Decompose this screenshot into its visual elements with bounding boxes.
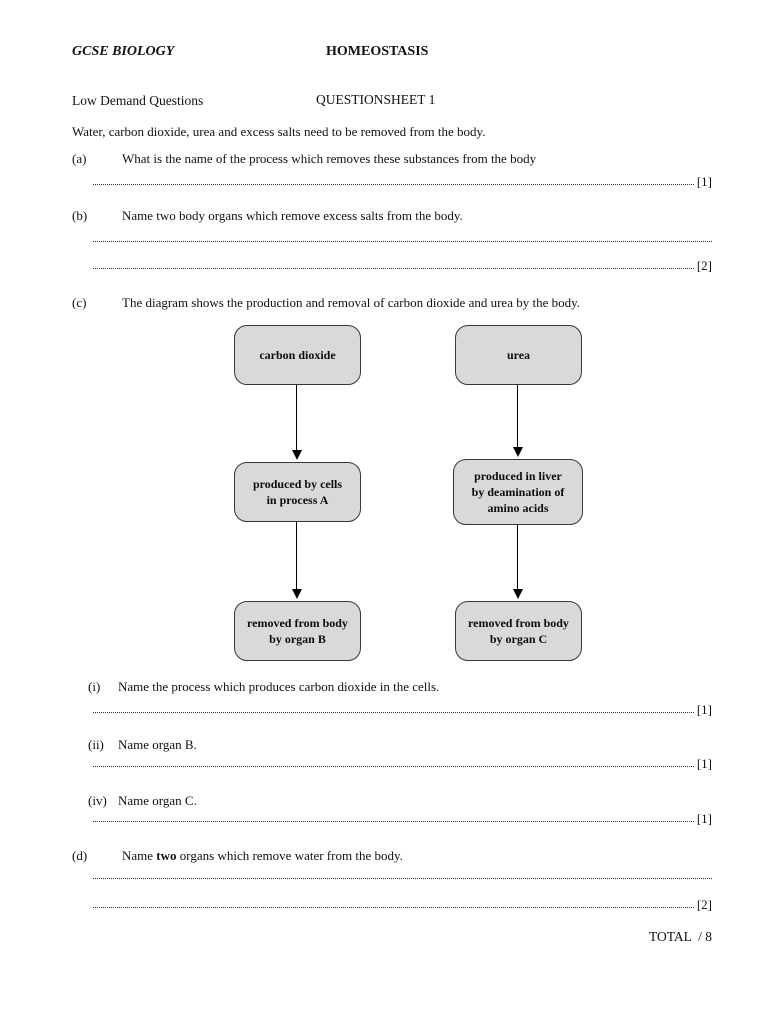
answer-line-civ: [1] <box>93 809 712 825</box>
arrow-shaft <box>516 525 519 589</box>
box-produced-in-liver: produced in liver by deamination of amin… <box>453 459 583 525</box>
box-removed-organ-b: removed from body by organ B <box>234 601 361 661</box>
question-civ-text: Name organ C. <box>118 793 197 808</box>
box-produced-by-cells: produced by cells in process A <box>234 462 361 522</box>
question-ci-label: (i) <box>88 679 101 694</box>
arrow-head <box>291 450 302 460</box>
arrow-down-icon <box>512 525 523 599</box>
arrow-down-icon <box>291 385 302 460</box>
marks-b: [2] <box>696 258 712 273</box>
arrow-shaft <box>295 385 298 450</box>
question-cii-text: Name organ B. <box>118 737 197 752</box>
answer-line-b2: [2] <box>93 256 712 272</box>
marks-d: [2] <box>696 897 712 912</box>
marks-ci: [1] <box>696 702 712 717</box>
arrow-down-icon <box>291 522 302 599</box>
dotted-line <box>93 268 694 269</box>
answer-line-d1 <box>93 866 712 882</box>
dotted-line <box>93 907 694 908</box>
marks-civ: [1] <box>696 811 712 826</box>
course-title: GCSE BIOLOGY <box>72 44 175 59</box>
box-carbon-dioxide: carbon dioxide <box>234 325 361 385</box>
arrow-shaft <box>516 385 519 447</box>
answer-line-ci: [1] <box>93 700 712 716</box>
sheet-title: QUESTIONSHEET 1 <box>316 92 436 107</box>
question-c-text: The diagram shows the production and rem… <box>122 295 580 310</box>
arrow-shaft <box>295 522 298 589</box>
marks-a: [1] <box>696 174 712 189</box>
question-d-text-post: organs which remove water from the body. <box>176 848 403 863</box>
dotted-line <box>93 184 694 185</box>
question-c-label: (c) <box>72 295 87 310</box>
box-urea: urea <box>455 325 582 385</box>
question-a-text: What is the name of the process which re… <box>122 151 537 166</box>
dotted-line <box>93 766 694 767</box>
question-d-text-pre: Name <box>122 848 157 863</box>
arrow-down-icon <box>512 385 523 457</box>
answer-line-b1 <box>93 229 712 245</box>
question-civ-label: (iv) <box>88 793 107 808</box>
dotted-line <box>93 241 712 242</box>
dotted-line <box>93 878 712 879</box>
question-cii-label: (ii) <box>88 737 104 752</box>
question-d-label: (d) <box>72 848 88 863</box>
answer-line-a: [1] <box>93 172 712 188</box>
question-a-label: (a) <box>72 151 87 166</box>
answer-line-cii: [1] <box>93 754 712 770</box>
question-b-text: Name two body organs which remove excess… <box>122 208 463 223</box>
total-label: TOTAL / 8 <box>648 929 712 944</box>
question-b-label: (b) <box>72 208 88 223</box>
question-ci-text: Name the process which produces carbon d… <box>118 679 440 694</box>
arrow-head <box>291 589 302 599</box>
box-removed-organ-c: removed from body by organ C <box>455 601 582 661</box>
arrow-head <box>512 447 523 457</box>
arrow-head <box>512 589 523 599</box>
topic-title: HOMEOSTASIS <box>326 44 429 59</box>
question-d-text: Name two organs which remove water from … <box>122 848 403 863</box>
answer-line-d2: [2] <box>93 895 712 911</box>
dotted-line <box>93 712 694 713</box>
dotted-line <box>93 821 694 822</box>
demand-level-label: Low Demand Questions <box>72 93 204 108</box>
question-d-text-bold: two <box>156 848 177 863</box>
intro-text: Water, carbon dioxide, urea and excess s… <box>72 124 486 139</box>
marks-cii: [1] <box>696 756 712 771</box>
